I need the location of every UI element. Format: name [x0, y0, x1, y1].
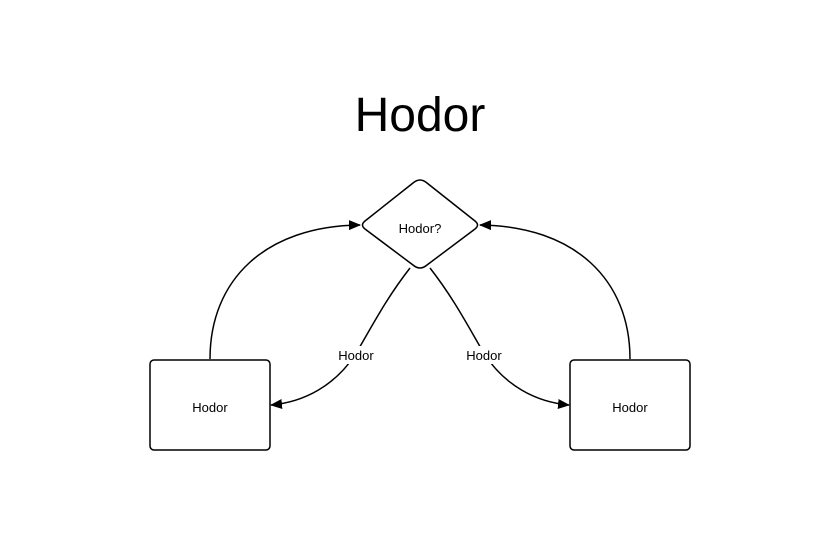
decision-label: Hodor?: [399, 221, 442, 236]
right-box-label: Hodor: [612, 400, 648, 415]
left-box-label: Hodor: [192, 400, 228, 415]
edge-label-left-bg: [336, 346, 376, 364]
left-box-shape: [149, 359, 271, 451]
edge-label-right-bg: [464, 346, 504, 364]
diagram-title: Hodor: [354, 89, 486, 142]
edge-left-box-to-decision[interactable]: [209, 220, 361, 360]
edge-label-left-group: Hodor: [336, 346, 376, 364]
decision-node[interactable]: Hodor?: [361, 179, 479, 269]
edge-label-left: Hodor: [338, 348, 374, 363]
edge-right-box-to-decision[interactable]: [479, 220, 631, 360]
right-process-node[interactable]: Hodor: [569, 359, 691, 451]
right-box-shape: [569, 359, 691, 451]
decision-diamond-shape: [361, 179, 479, 269]
left-process-node[interactable]: Hodor: [149, 359, 271, 451]
edge-label-right: Hodor: [466, 348, 502, 363]
edge-decision-to-right-box[interactable]: [429, 267, 570, 410]
edge-decision-to-left-box[interactable]: [270, 267, 411, 410]
edge-label-right-group: Hodor: [464, 346, 504, 364]
